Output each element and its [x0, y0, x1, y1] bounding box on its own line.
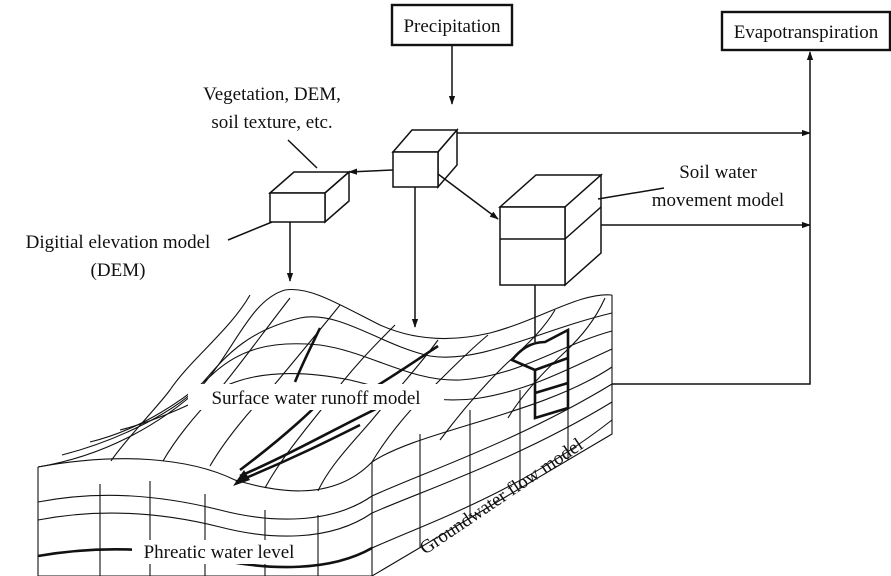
- soil-water-cube: [498, 173, 603, 287]
- callout-lines: [227, 139, 665, 241]
- input-data-cube: [268, 170, 351, 224]
- phreatic-label-bg: [132, 540, 306, 564]
- surface-runoff-label: Surface water runoff model: [211, 388, 420, 409]
- dem-label-line2: (DEM): [91, 260, 146, 281]
- surface-runoff-label-bg: [188, 384, 444, 410]
- precipitation-cube: [391, 127, 459, 190]
- terrain-block: [37, 288, 613, 576]
- precipitation-box: Precipitation: [390, 3, 514, 47]
- phreatic-label: Phreatic water level: [144, 542, 295, 563]
- flow-arrows: [286, 45, 814, 385]
- cube-to-input-arrow: [348, 168, 394, 175]
- precipitation-label: Precipitation: [403, 16, 501, 37]
- groundwater-to-evap-arrow: [612, 51, 814, 385]
- dem-label-line1: Digitial elevation model: [26, 232, 211, 253]
- soil-water-label-line2: movement model: [652, 190, 784, 211]
- cube-to-soil-arrow: [437, 173, 499, 220]
- evapotranspiration-box: Evapotranspiration: [720, 10, 891, 52]
- soil-water-label-line1: Soil water: [679, 162, 757, 183]
- evapotranspiration-label: Evapotranspiration: [734, 22, 879, 43]
- groundwater-flow-label: Groundwater flow model: [416, 434, 587, 559]
- vegetation-label-line2: soil texture, etc.: [211, 112, 332, 133]
- vegetation-label-line1: Vegetation, DEM,: [203, 84, 341, 105]
